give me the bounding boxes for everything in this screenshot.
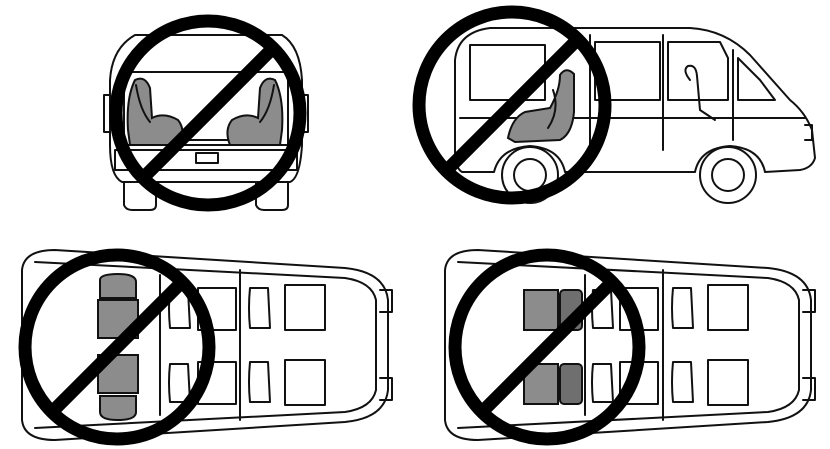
- side-view-van-panel: [419, 12, 815, 203]
- child-seat-left: [128, 79, 183, 145]
- top-view-van-panel-left: [22, 250, 392, 440]
- prohibition-icon: [419, 12, 605, 198]
- rear-view-van-panel: [104, 21, 308, 210]
- top-view-van-panel-right: [445, 250, 815, 440]
- prohibition-icon: [455, 255, 639, 439]
- front-wheel: [700, 147, 756, 203]
